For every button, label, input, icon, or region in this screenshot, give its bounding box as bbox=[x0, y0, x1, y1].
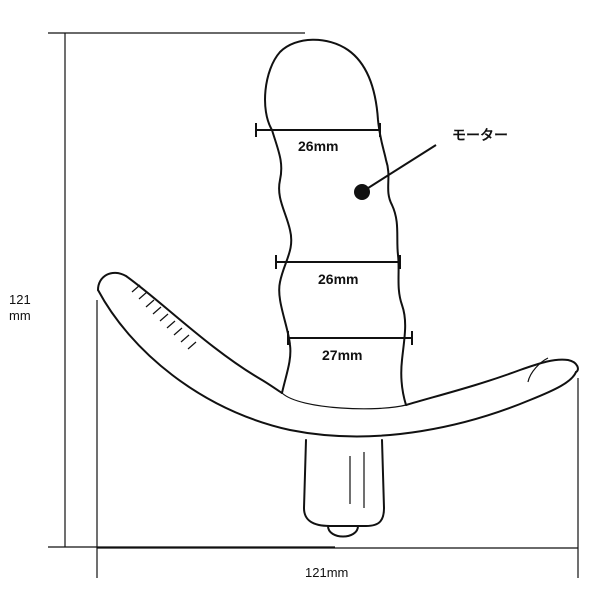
motor-housing-cap bbox=[327, 525, 359, 538]
left-arm-ridges bbox=[131, 284, 197, 350]
diameter-middle-label: 26mm bbox=[318, 271, 358, 287]
base-upper-edge-left bbox=[97, 271, 283, 394]
base-upper-edge-right bbox=[405, 358, 579, 406]
motor-label: モーター bbox=[452, 127, 508, 143]
motor-leader-line bbox=[364, 144, 437, 191]
right-arm-tip-detail bbox=[527, 357, 549, 383]
diameter-top-label: 26mm bbox=[298, 138, 338, 154]
base-lower-edge bbox=[97, 289, 577, 438]
dimension-bar-middle bbox=[275, 255, 401, 269]
diameter-bottom-label: 27mm bbox=[322, 347, 362, 363]
motor-housing bbox=[303, 439, 385, 527]
dimension-bar-bottom bbox=[287, 331, 413, 345]
shaft-base-transition bbox=[281, 392, 407, 410]
height-unit-label: mm bbox=[9, 308, 31, 323]
height-value-label: 121 bbox=[9, 292, 31, 307]
motor-marker bbox=[354, 184, 370, 200]
dimension-bar-top bbox=[255, 123, 381, 137]
width-label: 121mm bbox=[305, 565, 348, 580]
shaft-outline bbox=[264, 38, 407, 406]
